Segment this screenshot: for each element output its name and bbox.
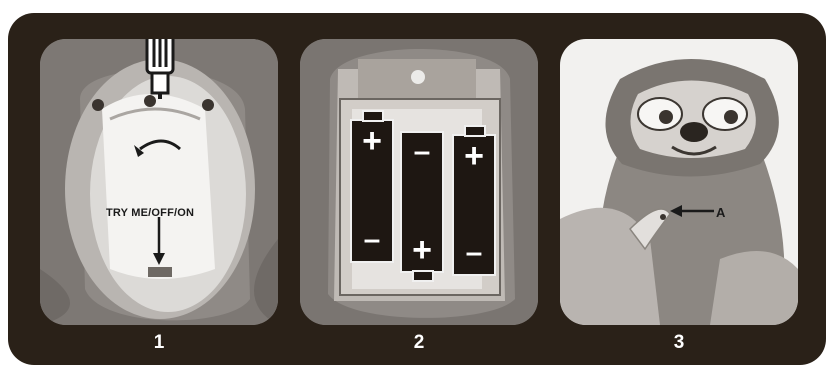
panel-2-batteries: + – – + + –	[300, 39, 538, 325]
step-number-1: 1	[129, 332, 189, 354]
label-a: A	[716, 205, 725, 220]
panel-3-sloth-toy	[560, 39, 798, 325]
panel-1-open-cover	[40, 39, 278, 325]
battery-2-plus: +	[402, 233, 442, 267]
battery-1-minus: –	[352, 225, 392, 255]
battery-3-minus: –	[454, 238, 494, 268]
battery-2: – +	[400, 131, 444, 273]
battery-1: + –	[350, 119, 394, 263]
screwdriver-icon	[40, 39, 278, 325]
step-number-3: 3	[649, 332, 709, 354]
step-number-2: 2	[389, 332, 449, 354]
battery-1-plus: +	[352, 124, 392, 158]
pointer-arrow-icon	[560, 39, 798, 325]
battery-3: + –	[452, 134, 496, 276]
battery-3-plus: +	[454, 139, 494, 173]
battery-2-minus: –	[402, 137, 442, 167]
try-me-off-on-label: TRY ME/OFF/ON	[106, 207, 194, 219]
